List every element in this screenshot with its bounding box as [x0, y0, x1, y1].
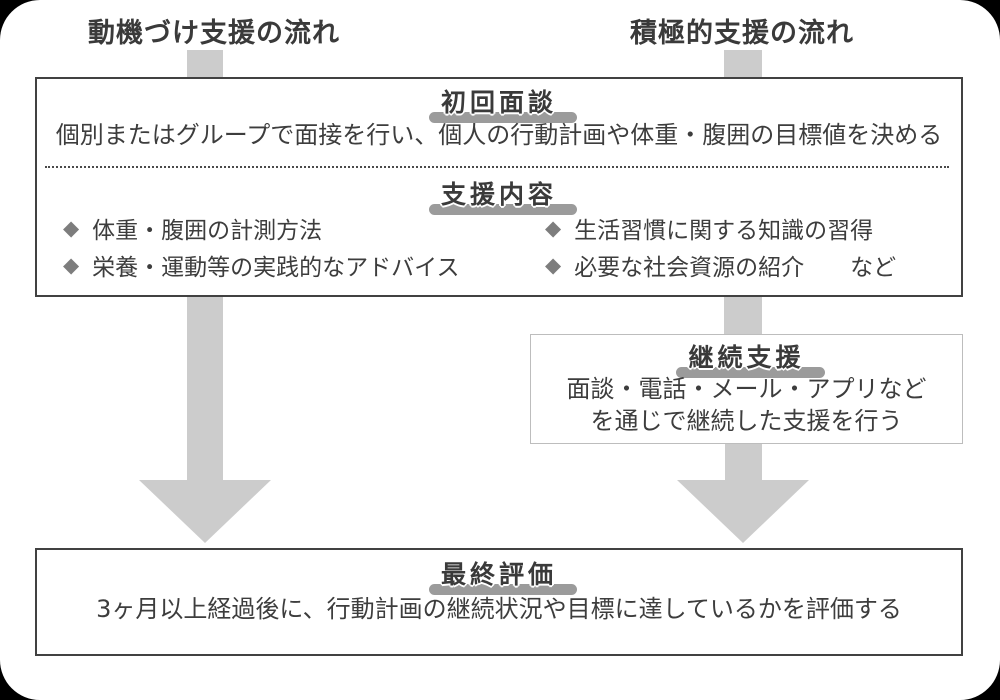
- support-items-right: ◆ 生活習慣に関する知識の習得 ◆ 必要な社会資源の紹介 など: [545, 213, 896, 287]
- diamond-bullet-icon: ◆: [545, 216, 562, 240]
- support-content-heading: 支援内容: [428, 175, 577, 215]
- support-item-label: 体重・腹囲の計測方法: [92, 218, 323, 244]
- flow-title-active: 積極的支援の流れ: [630, 18, 854, 49]
- continued-support-box: 継続支援 面談・電話・メール・アプリなど を通じで継続した支援を行う: [530, 334, 963, 444]
- support-item: ◆ 体重・腹囲の計測方法: [63, 213, 459, 244]
- heading-underline: [428, 112, 577, 123]
- heading-underline: [428, 204, 577, 215]
- support-item: ◆ 生活習慣に関する知識の習得: [545, 213, 896, 244]
- diamond-bullet-icon: ◆: [63, 216, 80, 240]
- support-item-label: 栄養・運動等の実践的なアドバイス: [92, 255, 460, 281]
- final-evaluation-description: 3ヶ月以上経過後に、行動計画の継続状況や目標に達しているかを評価する: [96, 595, 902, 623]
- flow-title-motivational: 動機づけ支援の流れ: [88, 18, 340, 49]
- continued-support-heading: 継続支援: [676, 338, 825, 378]
- diamond-bullet-icon: ◆: [545, 253, 562, 277]
- down-arrow-left-icon: [139, 297, 271, 543]
- final-evaluation-box: 最終評価 3ヶ月以上経過後に、行動計画の継続状況や目標に達しているかを評価する: [35, 548, 963, 656]
- initial-interview-heading: 初回面談: [428, 83, 577, 123]
- heading-underline: [676, 367, 825, 378]
- support-item-label: 必要な社会資源の紹介 など: [574, 255, 897, 281]
- diamond-bullet-icon: ◆: [63, 253, 80, 277]
- final-evaluation-heading: 最終評価: [428, 555, 577, 595]
- support-item-label: 生活習慣に関する知識の習得: [574, 218, 874, 244]
- heading-underline: [428, 584, 577, 595]
- dotted-divider: [45, 166, 949, 168]
- interview-support-box: 初回面談 個別またはグループで面接を行い、個人の行動計画や体重・腹囲の目標値を決…: [35, 77, 963, 297]
- connector-active: [724, 50, 762, 79]
- connector-continued: [724, 297, 762, 335]
- connector-motivational: [187, 50, 223, 79]
- continued-support-line: 面談・電話・メール・アプリなど: [566, 375, 927, 403]
- down-arrow-right-icon: [677, 444, 809, 543]
- support-item: ◆ 栄養・運動等の実践的なアドバイス: [63, 250, 460, 281]
- initial-interview-description: 個別またはグループで面接を行い、個人の行動計画や体重・腹囲の目標値を決める: [55, 121, 943, 149]
- support-items-left: ◆ 体重・腹囲の計測方法 ◆ 栄養・運動等の実践的なアドバイス: [63, 213, 459, 287]
- continued-support-line: を通じで継続した支援を行う: [590, 407, 903, 435]
- support-item: ◆ 必要な社会資源の紹介 など: [545, 250, 897, 281]
